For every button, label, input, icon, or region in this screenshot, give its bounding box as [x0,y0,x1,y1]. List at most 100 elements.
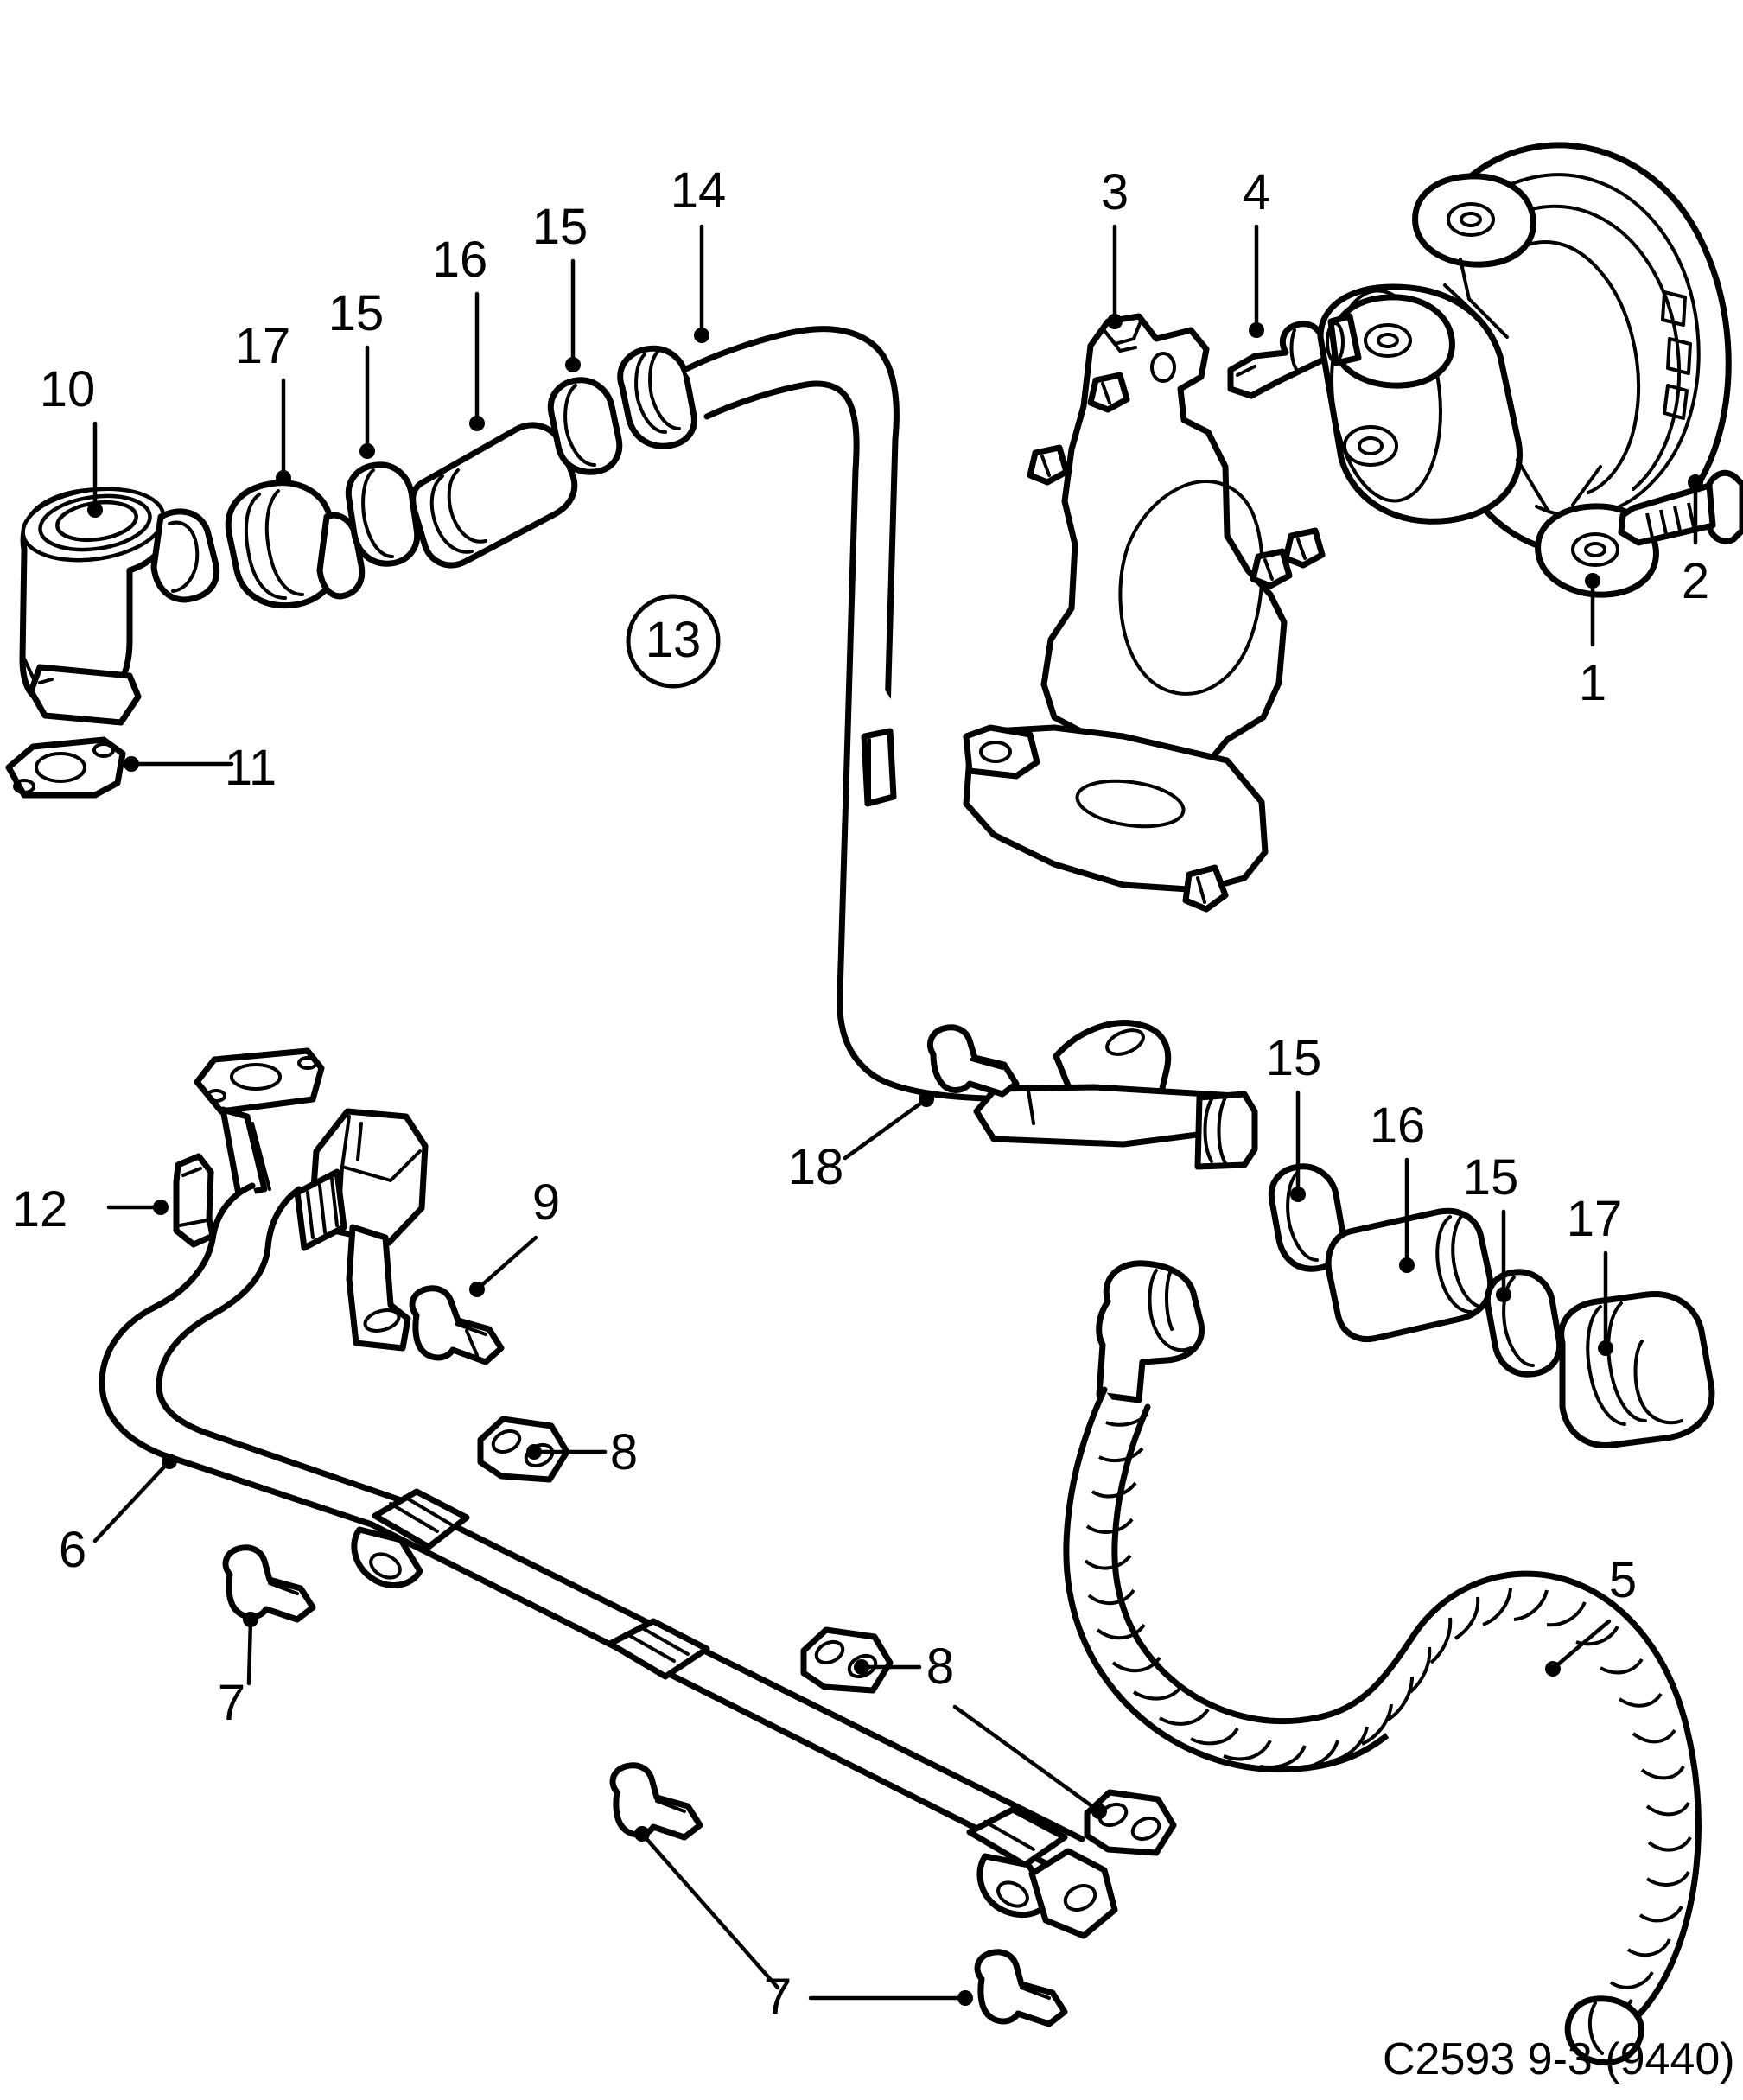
part-hose-clamp-left-1 [345,461,421,567]
part-check-valve-gasket [5,736,126,799]
leader-dot-18 [919,1091,934,1107]
leader-dot-11 [124,756,139,772]
part-hose-clamp-right-2 [1484,1269,1563,1378]
part-air-check-valve [19,487,220,726]
callout-label-7: 7 [218,1675,245,1731]
callout-label-16: 16 [432,232,488,288]
callout-7-pipe-retaining-bolt: 7 [634,1826,792,2025]
leader-dot-3 [1107,314,1123,329]
part-hose-adapter-sleeve-right [1558,1291,1715,1448]
part-valve-bracket-bolt [409,1285,505,1365]
leader-dot-9 [469,1282,485,1297]
part-pipe-retaining-bolt-1 [222,1544,316,1623]
part-bracket-bolt [1227,321,1331,399]
callout-label-15: 15 [1266,1030,1322,1086]
leader-line-9 [474,1235,538,1292]
part-pipe-flange-gasket-mid [800,1626,894,1694]
leader-dot-10 [87,502,103,518]
leader-dot-4 [1249,322,1264,338]
callout-label-10: 10 [40,361,96,417]
leader-dot-16 [1399,1257,1415,1273]
leader-dot-15 [359,443,375,459]
callout-label-15: 15 [1463,1149,1519,1206]
leader-line-7 [246,1617,253,1686]
part-junction-bolt [927,1024,1020,1098]
callout-label-6: 6 [59,1522,86,1578]
callout-label-15: 15 [532,199,588,255]
leader-dot-8 [854,1659,869,1675]
callout-label-17: 17 [1567,1191,1623,1247]
callout-7-pipe-retaining-bolt: 7 [218,1612,258,1731]
leader-dot-7 [243,1612,258,1627]
callout-15-hose-clamp: 15 [1266,1030,1322,1202]
leader-dot-15 [565,357,581,372]
callout-label-16: 16 [1370,1098,1426,1154]
part-air-injection-pipe-left [99,1047,429,1528]
part-pipe-flange-gasket-upper [477,1416,570,1483]
part-corrugated-air-hose [1063,1260,1702,2065]
part-lower-diagonal-pipe [351,1488,1118,1939]
callout-label-13: 13 [646,612,702,668]
callout-14-air-transfer-pipe: 14 [671,162,727,343]
leader-dot-1 [1585,573,1600,589]
callout-label-12: 12 [12,1181,68,1238]
part-air-transfer-pipe [617,326,1158,1103]
leader-dot-6 [162,1454,177,1469]
part-sensor-retaining-bolt [173,1153,216,1248]
leader-dot-15 [1496,1287,1511,1302]
callout-15-hose-clamp: 15 [1463,1149,1519,1302]
callout-label-14: 14 [671,162,727,219]
callout-7-pipe-retaining-bolt: 7 [764,1969,973,2025]
part-secondary-air-injection-pump [1317,142,1732,598]
callout-18-junction-bolt: 18 [788,1091,934,1195]
part-hose-adapter-sleeve-left [225,480,366,609]
part-pipe-retaining-bolt-2 [609,1762,703,1841]
callout-10-air-check-valve: 10 [40,361,103,518]
part-pump-mounting-bracket [963,313,1326,913]
callout-circle-13 [626,594,721,689]
callout-16-rubber-connector-hose: 16 [432,232,488,431]
callout-8-pipe-flange-gasket-mid: 8 [854,1639,954,1695]
part-rubber-connector-hose-left [410,422,578,569]
callout-label-1: 1 [1579,655,1606,711]
callout-8-pipe-flange-gasket-lower: 8 [926,1639,1107,1819]
callout-9-valve-bracket-bolt: 9 [469,1174,560,1297]
leader-dot-7 [957,1990,973,2006]
leader-line-18 [843,1097,929,1161]
leader-dot-15 [1290,1187,1306,1202]
leader-dot-17 [276,470,291,486]
leader-dot-2 [1688,474,1703,490]
callout-13-air-pipe-assembly: 13 [626,594,721,689]
leader-dot-8 [526,1444,542,1460]
callout-12-sensor-retaining-bolt: 12 [12,1181,169,1238]
leader-dot-12 [153,1200,169,1215]
callout-6-air-injection-pipe-left: 6 [59,1454,177,1578]
part-hose-clamp-left-2 [547,377,623,475]
callout-label-4: 4 [1243,164,1270,220]
leader-line-8 [952,1704,1102,1814]
callout-8-pipe-flange-gasket-upper: 8 [526,1424,638,1480]
callout-15-hose-clamp: 15 [328,285,384,459]
callout-5-corrugated-air-hose: 5 [1545,1552,1637,1677]
callout-16-rubber-connector-hose: 16 [1370,1098,1426,1273]
leader-line-7 [639,1831,780,1990]
callout-3-pump-mounting-bracket: 3 [1101,164,1129,329]
leader-dot-14 [694,328,709,343]
leader-dot-8 [1091,1804,1107,1819]
callout-label-3: 3 [1101,164,1129,220]
callout-label-5: 5 [1609,1552,1637,1608]
part-pipe-junction-bracket [973,1020,1258,1170]
leader-dot-16 [469,416,485,431]
diagram-caption: C2593 9-3 (9440) [1383,2034,1735,2084]
callout-17-hose-adapter-sleeve: 17 [235,318,291,486]
callout-17-hose-adapter-sleeve: 17 [1567,1191,1623,1356]
part-pipe-retaining-bolt-3 [974,1949,1068,2027]
callout-11-check-valve-gasket: 11 [124,740,277,796]
callout-4-bracket-bolt: 4 [1243,164,1270,338]
callout-2-pump-mounting-bolt: 2 [1682,474,1709,609]
part-pipe-flange-gasket-lower [1084,1789,1177,1856]
callout-label-2: 2 [1682,553,1709,609]
